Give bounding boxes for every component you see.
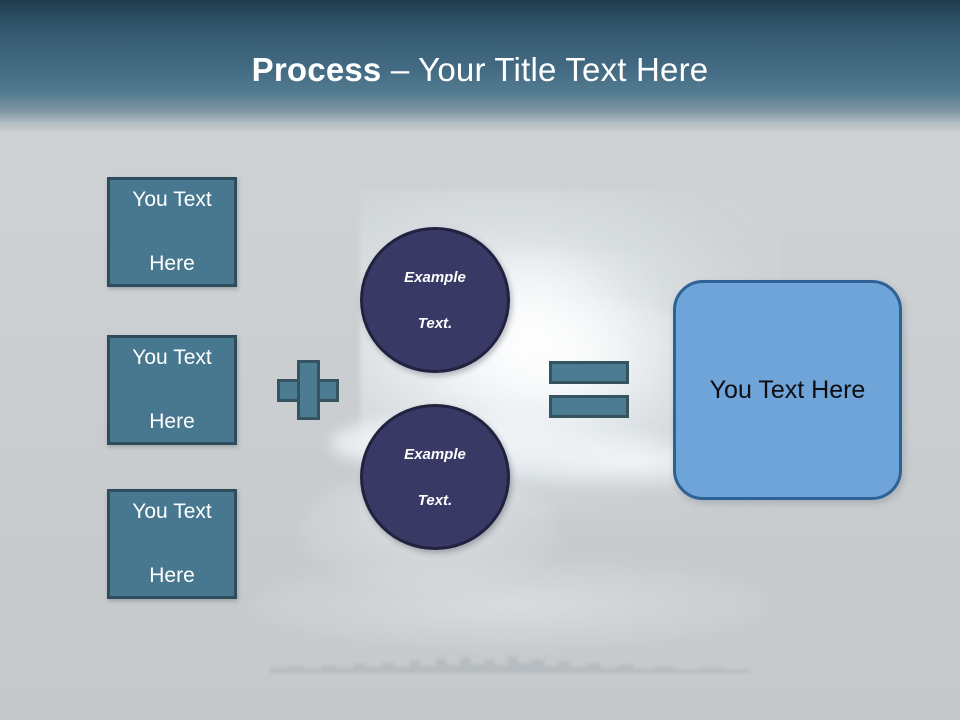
page-title-remainder: – Your Title Text Here <box>381 51 709 88</box>
title-banner <box>0 0 960 132</box>
input-box-1-line2: Here <box>149 252 195 275</box>
example-circle-2-line2: Text. <box>417 491 453 509</box>
page-title: Process – Your Title Text Here <box>0 50 960 90</box>
page-title-emphasis: Process <box>251 51 382 88</box>
input-box-2-line2: Here <box>149 410 195 433</box>
example-circle-1-line1: Example <box>404 268 466 286</box>
input-box-2-line1: You Text <box>132 346 212 369</box>
input-box-3-line1: You Text <box>132 500 212 523</box>
input-box-3-line2: Here <box>149 564 195 587</box>
background-skyline-silhouette <box>270 657 750 673</box>
equals-icon-top-bar <box>549 361 629 384</box>
example-circle-2-line1: Example <box>404 445 466 463</box>
equals-icon-bottom-bar <box>549 395 629 418</box>
plus-icon <box>277 360 339 420</box>
equals-icon <box>549 361 629 418</box>
result-box[interactable]: You Text Here <box>673 280 902 500</box>
result-box-label: You Text Here <box>709 375 866 404</box>
plus-icon-center-fill <box>300 382 317 399</box>
input-box-1-line1: You Text <box>132 188 212 211</box>
example-circle-1-line2: Text. <box>417 314 453 332</box>
